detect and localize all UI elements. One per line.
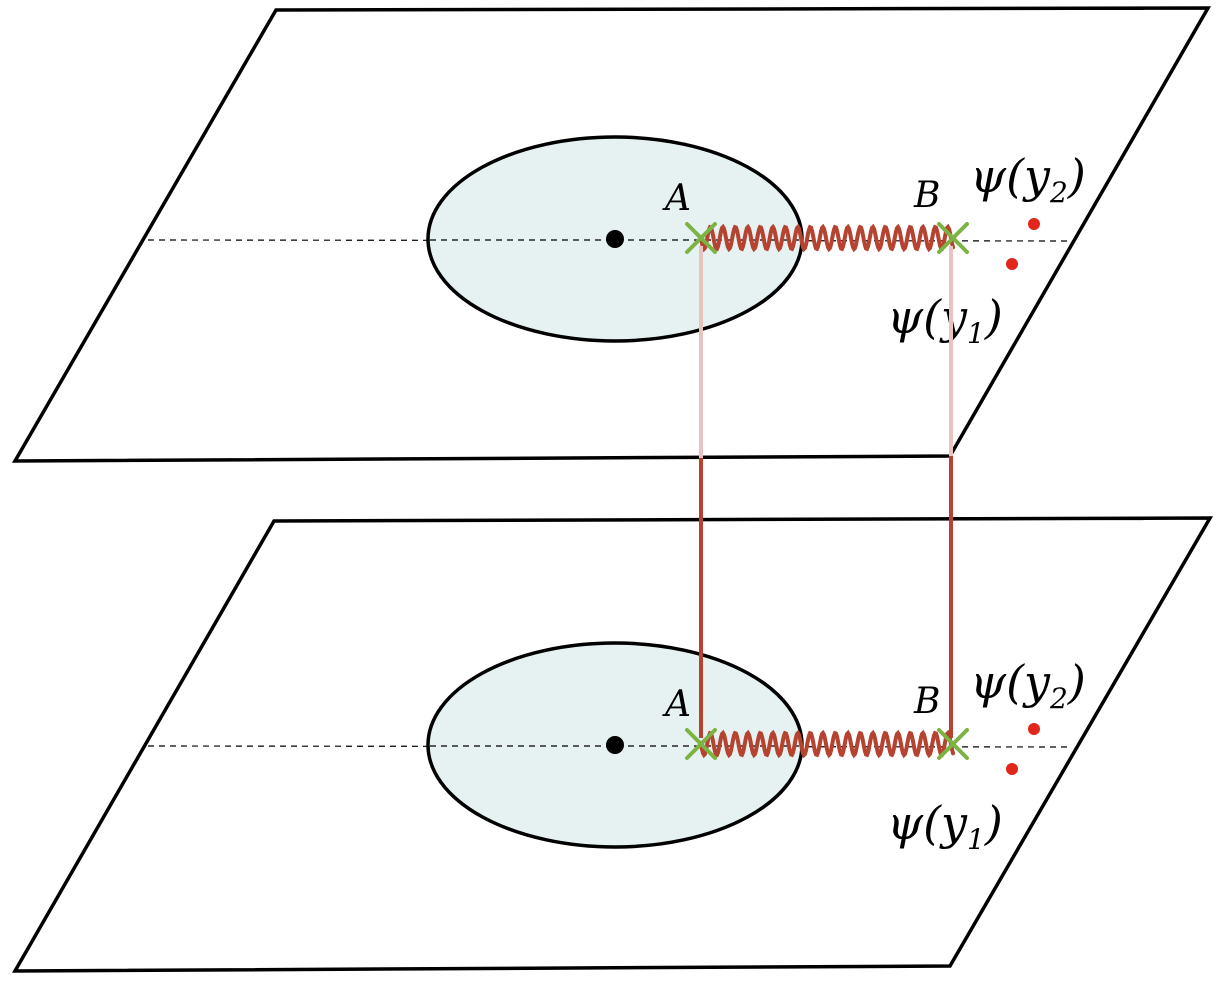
upper-label-b: B	[913, 175, 940, 216]
upper-center-point	[606, 230, 624, 248]
upper-label-psi-y2: ψ(y2)	[970, 149, 1086, 209]
lower-label-psi-y1: ψ(y1)	[887, 796, 1003, 856]
lower-cross-marker-a	[685, 728, 717, 760]
upper-cross-marker-b	[937, 222, 969, 254]
lower-label-b: B	[913, 681, 940, 722]
upper-sheet: A B ψ(y2) ψ(y1)	[11, 6, 1212, 463]
lower-red-point-y2	[1028, 723, 1040, 735]
upper-cross-marker-a	[685, 222, 717, 254]
lower-wavy-line	[699, 729, 955, 759]
upper-label-psi-y1: ψ(y1)	[887, 290, 1003, 350]
upper-wavy-line	[699, 223, 955, 253]
lower-label-psi-y2: ψ(y2)	[970, 655, 1086, 715]
lower-sheet: A B ψ(y2) ψ(y1)	[11, 516, 1214, 973]
lower-red-point-y1	[1006, 763, 1018, 775]
upper-red-point-y1	[1006, 258, 1018, 270]
lower-center-point	[606, 736, 624, 754]
upper-red-point-y2	[1028, 218, 1040, 230]
upper-label-a: A	[662, 178, 691, 219]
lower-label-a: A	[662, 684, 691, 725]
lower-cross-marker-b	[937, 728, 969, 760]
